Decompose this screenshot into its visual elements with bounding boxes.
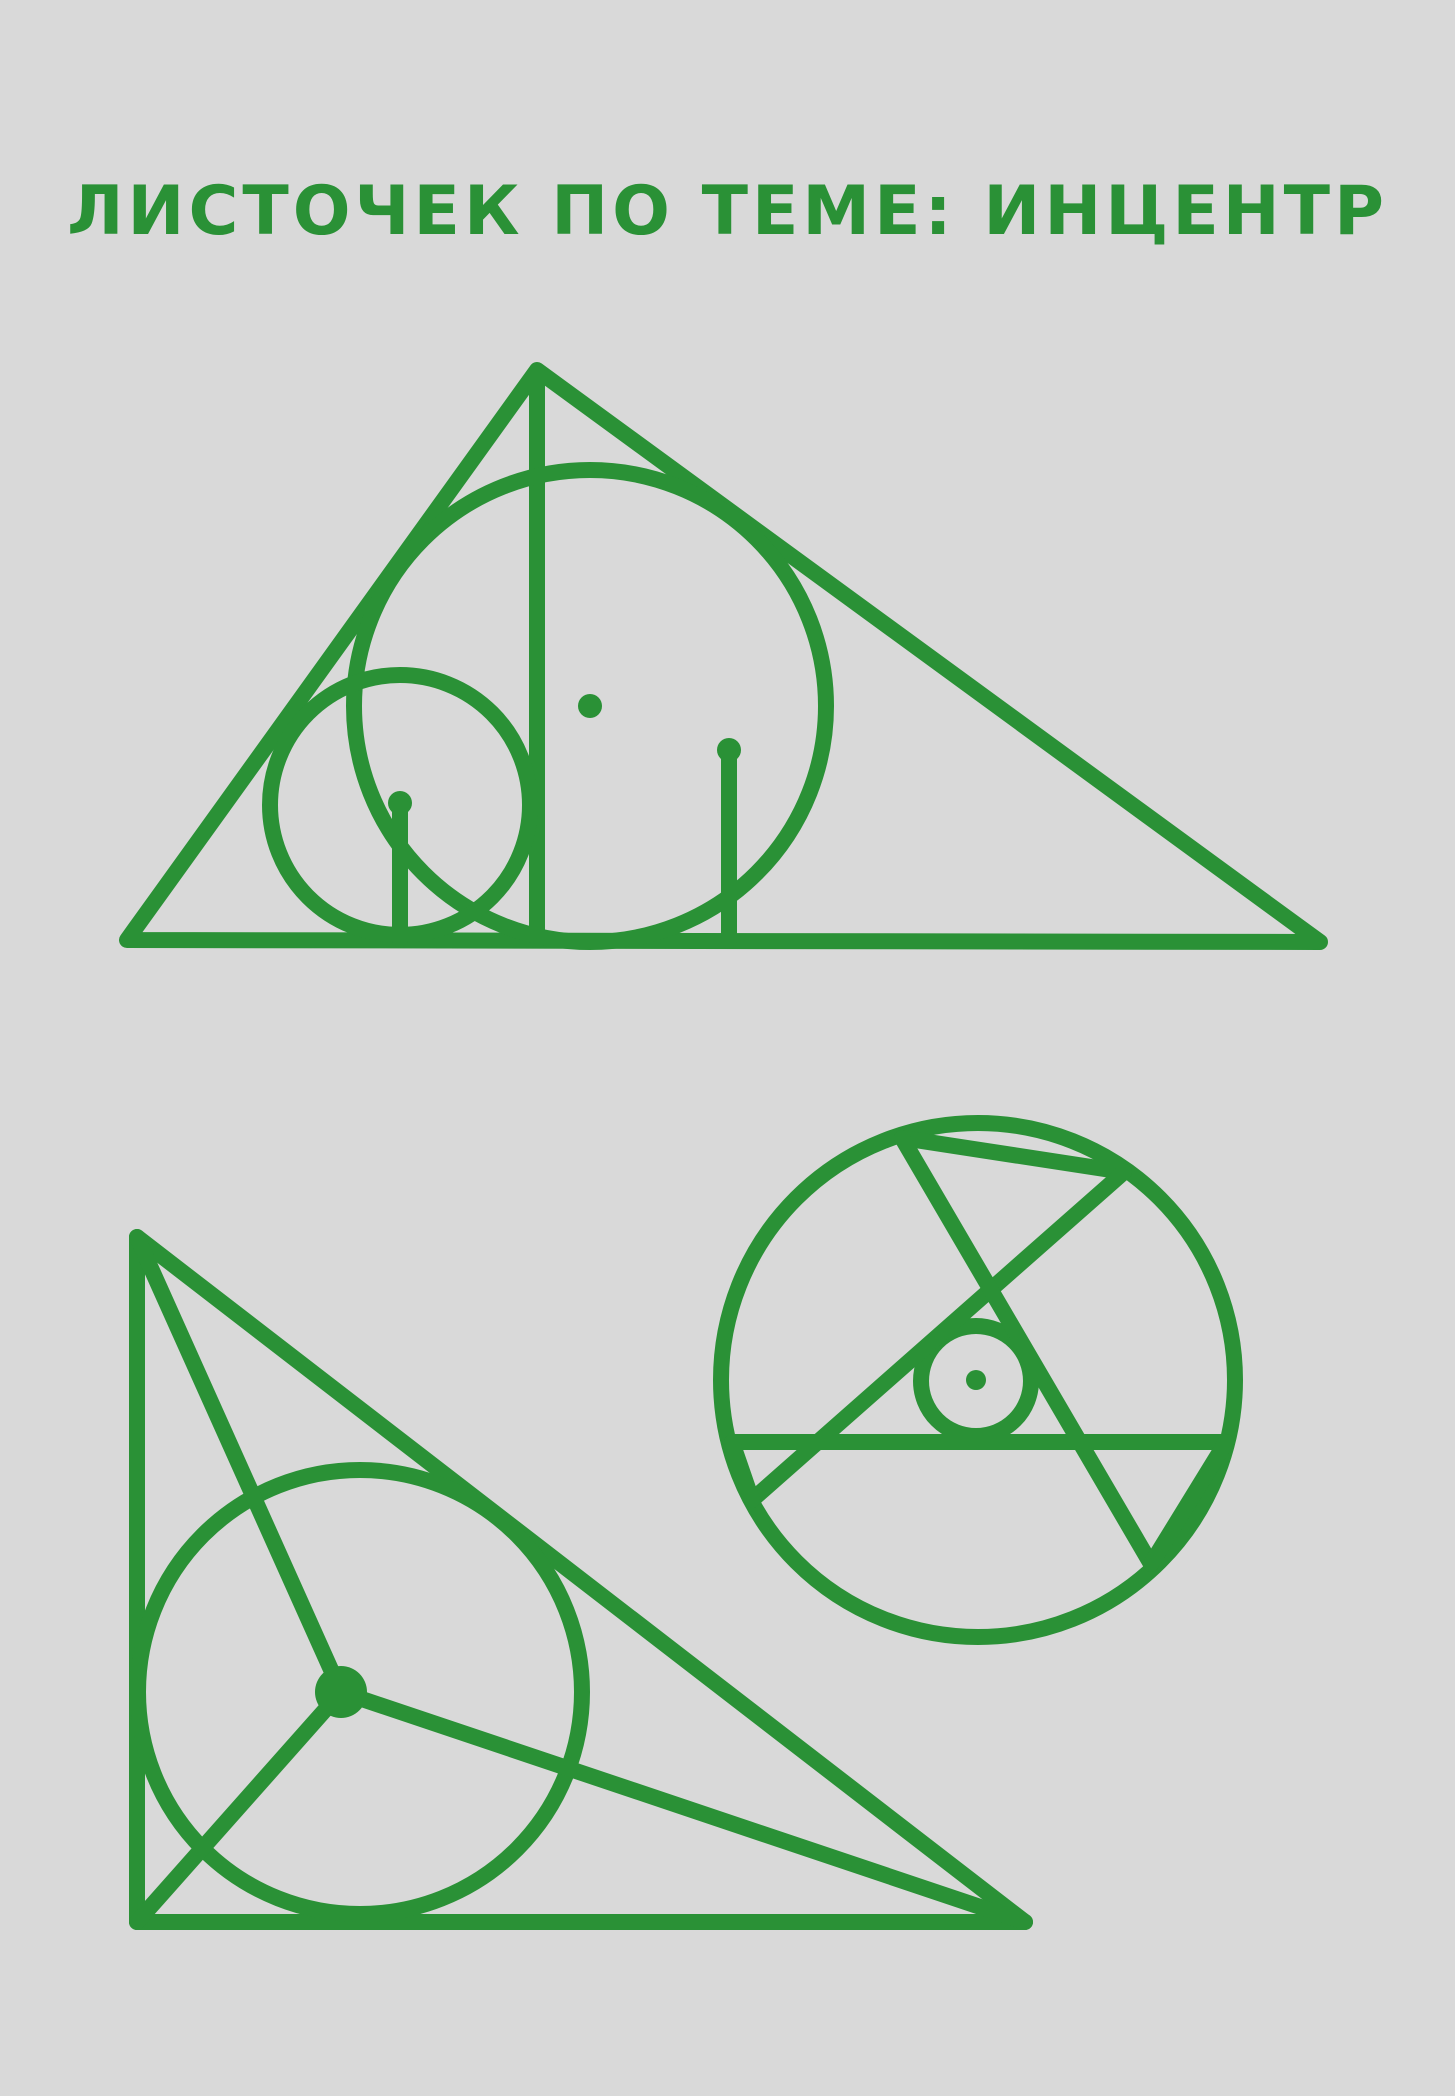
bisector-a (129, 1229, 349, 1700)
circumcircle (713, 1115, 1243, 1645)
bisector-c (333, 1684, 1033, 1930)
figure-right-triangle (129, 1229, 1033, 1930)
chord-2 (744, 1164, 1132, 1508)
chord-1 (894, 1130, 1132, 1180)
incenter-inner (966, 1370, 986, 1390)
bisector-b (129, 1684, 349, 1930)
figure-circle-bisectors (713, 1115, 1243, 1645)
incenter-3 (315, 1666, 367, 1718)
page-title: ЛИСТОЧЕК ПО ТЕМЕ: ИНЦЕНТР (67, 172, 1388, 251)
chord-3 (894, 1130, 1159, 1572)
incircle-3 (130, 1462, 590, 1922)
incircle-large (346, 462, 834, 950)
chord-5 (724, 1434, 760, 1508)
triangle-3 (129, 1229, 1033, 1930)
center-large (578, 694, 602, 718)
chord-6 (1143, 1434, 1234, 1572)
figure-triangle-altitude (119, 362, 1328, 950)
